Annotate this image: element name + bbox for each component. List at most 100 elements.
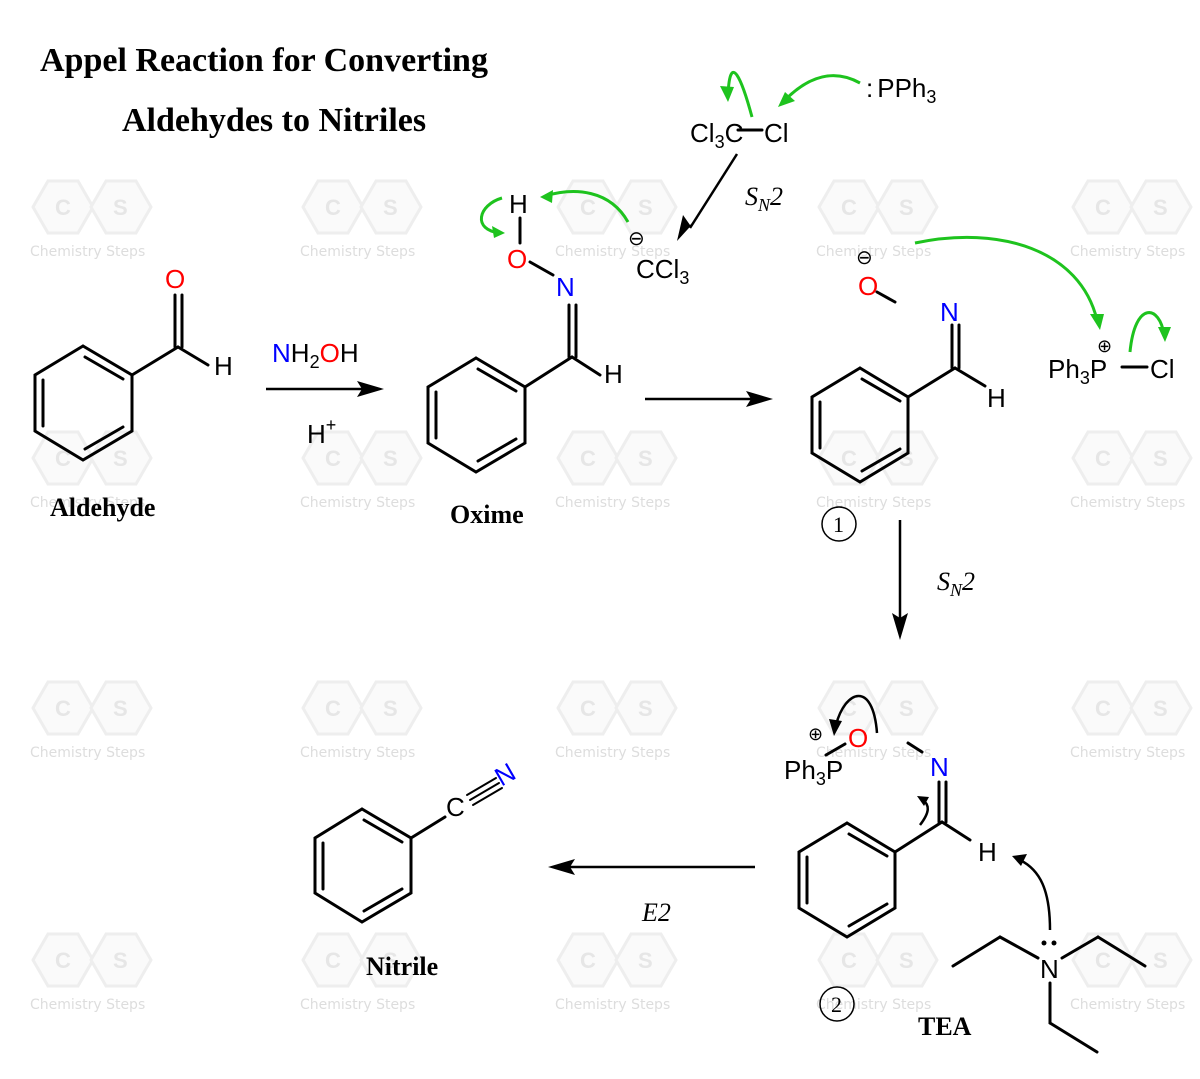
watermark-hexagon	[301, 680, 365, 736]
oxime-CH-bond	[570, 355, 602, 377]
CH-bond	[953, 366, 987, 388]
watermark-hexagon	[614, 430, 678, 486]
watermark-text: Chemistry Steps	[1070, 495, 1185, 511]
PO-bond	[824, 742, 847, 757]
watermark: C S Chemistry Steps	[300, 680, 423, 761]
watermark-hexagon	[359, 179, 423, 235]
intermediate-2-nitrogen: N	[930, 752, 949, 782]
watermark-letter: C	[325, 696, 341, 721]
watermark-hexagon	[1129, 932, 1193, 988]
nitrile-label: Nitrile	[366, 952, 438, 981]
ring-imine-bond	[893, 820, 944, 854]
watermark-text: Chemistry Steps	[816, 244, 931, 260]
reagent-acid: H+	[307, 415, 336, 449]
e2-arrowhead	[548, 859, 575, 875]
watermark-hexagon	[875, 430, 939, 486]
watermark-hexagon	[614, 932, 678, 988]
watermark-hexagon	[1071, 932, 1135, 988]
watermark-hexagon	[89, 179, 153, 235]
watermark-text: Chemistry Steps	[300, 745, 415, 761]
watermark-hexagon	[31, 932, 95, 988]
ring-imine-bond	[523, 355, 574, 389]
phosphonium-chlorine: Cl	[1150, 354, 1175, 384]
step1-arrowhead	[357, 381, 384, 397]
title-line-2: Aldehydes to Nitriles	[122, 102, 426, 139]
watermark-letter: S	[899, 446, 914, 471]
arrowhead	[1012, 854, 1027, 866]
watermark-hexagon	[359, 430, 423, 486]
intermediate-1-oxygen: O	[858, 271, 878, 301]
mechanism-arrow-deprotonation	[544, 190, 630, 223]
tea-label: TEA	[918, 1012, 972, 1041]
arrowhead	[829, 719, 842, 736]
aldehyde-structure: O H	[33, 264, 233, 462]
CH-bond	[940, 820, 972, 842]
watermark-letter: S	[638, 948, 653, 973]
triple-bond-a	[466, 777, 497, 796]
benzene-ring	[426, 356, 527, 474]
watermark-letter: S	[113, 948, 128, 973]
ethyl-bond	[951, 935, 1002, 968]
watermark-hexagon	[817, 932, 881, 988]
watermark-letter: C	[55, 195, 71, 220]
watermark-hexagon	[89, 680, 153, 736]
mechanism-arrow-PCl-cleavage	[1128, 311, 1166, 353]
watermark-letter: S	[383, 195, 398, 220]
watermark-letter: C	[841, 948, 857, 973]
aldehyde-label: Aldehyde	[50, 493, 155, 522]
intermediate-1-badge	[821, 506, 857, 542]
ethyl-bond	[998, 935, 1040, 960]
arrowhead	[1158, 327, 1171, 342]
ccl3-anion-charge: ⊖	[628, 228, 645, 250]
arrowhead	[677, 215, 698, 241]
lone-pair-dot	[1051, 940, 1057, 946]
watermark-letter: S	[383, 696, 398, 721]
tea-nitrogen: N	[1040, 954, 1059, 984]
watermark-letter: S	[638, 696, 653, 721]
mechanism-arrow-OH-bond	[479, 196, 503, 235]
sn2-label-2: SN2	[937, 567, 975, 600]
watermark-hexagon	[875, 680, 939, 736]
watermark-text: Chemistry Steps	[816, 495, 931, 511]
triple-bond-c	[472, 787, 503, 806]
ethyl-bond	[1048, 1021, 1099, 1054]
watermark-letter: S	[1153, 948, 1168, 973]
e2-label: E2	[641, 898, 671, 927]
watermark-letter: C	[580, 195, 596, 220]
watermark-letter: S	[899, 696, 914, 721]
watermark-letter: S	[113, 195, 128, 220]
lone-pair-dot	[1041, 940, 1047, 946]
nitrile-structure: C N	[313, 757, 521, 924]
watermark-letter: C	[1095, 446, 1111, 471]
sn2-arrow-1	[688, 153, 739, 229]
intermediate-2-badge	[819, 986, 855, 1022]
oxime-oxygen: O	[507, 244, 527, 274]
arrowhead	[778, 92, 795, 107]
triethylamine-structure: N	[951, 935, 1147, 1054]
watermark-letter: C	[841, 446, 857, 471]
intermediate-1-structure: O N H ⊖	[810, 247, 1006, 484]
intermediate-2-hydrogen: H	[978, 837, 997, 867]
mechanism-arrow-base-attack	[1019, 858, 1052, 931]
watermark-text: Chemistry Steps	[1070, 244, 1185, 260]
ring-nitrile-bond	[409, 815, 447, 840]
watermark-text: Chemistry Steps	[1070, 997, 1185, 1013]
nitrile-carbon: C	[446, 792, 465, 822]
watermark-hexagon	[817, 179, 881, 235]
watermark-letter: S	[1153, 696, 1168, 721]
ethyl-bond	[1060, 935, 1100, 960]
watermark-hexagon	[1129, 680, 1193, 736]
watermark-hexagon	[1129, 430, 1193, 486]
watermark-letter: S	[899, 195, 914, 220]
watermark-text: Chemistry Steps	[816, 745, 931, 761]
ethyl-bond	[1096, 935, 1147, 968]
oxime-label: Oxime	[450, 500, 524, 529]
oxime-hydroxyl-hydrogen: H	[509, 189, 528, 219]
mechanism-arrow-P-attack	[783, 74, 861, 102]
intermediate-1-hydrogen: H	[987, 383, 1006, 413]
